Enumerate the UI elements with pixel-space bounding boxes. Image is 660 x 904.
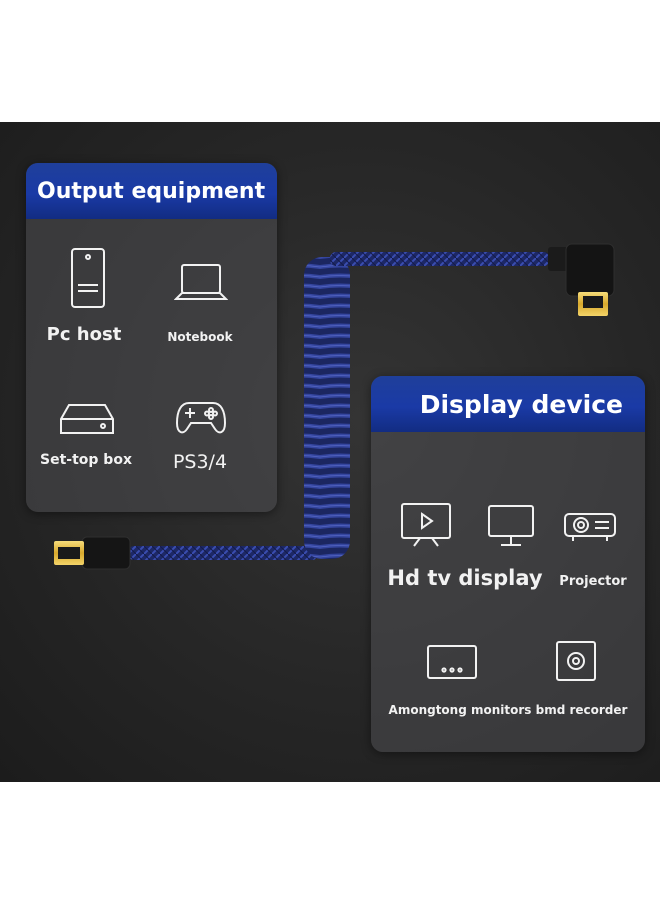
display-panel-title: Display device <box>371 376 645 432</box>
monitor-icon <box>487 504 535 548</box>
recorder-icon <box>555 640 597 682</box>
set-top-box-icon <box>59 403 115 435</box>
laptop-icon <box>174 263 228 303</box>
cable-top-run <box>330 252 550 266</box>
projector-icon <box>563 504 617 544</box>
pc-tower-icon <box>70 247 106 309</box>
hd-tv-display-label: Hd tv display <box>387 566 543 590</box>
output-panel-title: Output equipment <box>26 163 277 219</box>
monitor-dots-icon <box>426 644 478 680</box>
notebook-label: Notebook <box>167 330 233 344</box>
cable-coil <box>304 257 350 559</box>
tv-icon <box>400 502 452 548</box>
set-top-box-label: Set-top box <box>40 452 132 468</box>
hdmi-connector-left <box>54 536 131 570</box>
display-device-panel: Display device Hd tv display Projecto <box>371 376 645 752</box>
amongtong-label: Amongtong monitors bmd recorder <box>388 703 628 717</box>
cable-bottom-run <box>128 546 318 560</box>
projector-label: Projector <box>559 574 627 589</box>
ps34-label: PS3/4 <box>172 451 228 473</box>
coiled-hdmi-cable <box>54 243 615 570</box>
hdmi-connector-right <box>548 243 615 316</box>
pc-host-label: Pc host <box>46 324 122 345</box>
gamepad-icon <box>175 397 227 437</box>
output-equipment-panel: Output equipment Pc host Notebook Set-to… <box>26 163 277 512</box>
product-scene: Output equipment Pc host Notebook Set-to… <box>0 122 660 782</box>
